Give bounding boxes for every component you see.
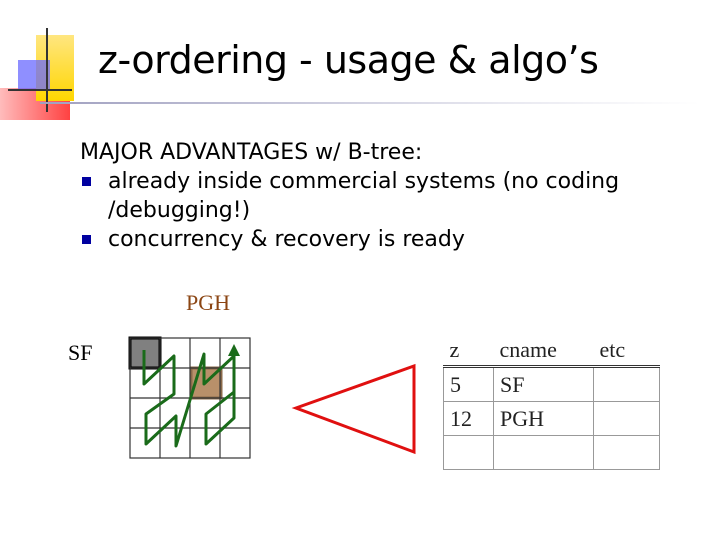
z-curve — [142, 350, 236, 448]
cell-cname — [493, 435, 594, 470]
zorder-table: z cname etc 5 SF 12 PGH — [443, 330, 660, 470]
deco-vertical-line — [46, 28, 48, 112]
column-header-cname: cname — [493, 330, 594, 368]
cell-z: 12 — [443, 401, 494, 436]
cell-etc — [593, 401, 660, 436]
slide-title: z-ordering - usage & algo’s — [98, 38, 599, 82]
cell-z: 5 — [443, 366, 494, 402]
table-header-row: z cname etc — [443, 330, 660, 368]
deco-blue-square — [18, 60, 50, 90]
bullet-square-icon — [82, 177, 91, 186]
deco-horizontal-line — [8, 89, 72, 91]
triangle-arrow-icon — [291, 363, 416, 455]
table-row — [443, 435, 660, 470]
pgh-label: PGH — [186, 290, 231, 315]
bullet-item: concurrency & recovery is ready — [80, 225, 678, 254]
table-row: 12 PGH — [443, 401, 660, 436]
bullet-item: already inside commercial systems (no co… — [80, 167, 678, 225]
cell-etc — [593, 366, 660, 402]
curve-end-arrow-icon — [228, 344, 240, 356]
pointer-arrow — [291, 363, 416, 455]
bullet-text: already inside commercial systems (no co… — [108, 169, 620, 223]
cell-z — [443, 435, 494, 470]
sf-label: SF — [68, 340, 93, 365]
cell-etc — [593, 435, 660, 470]
cell-cname: SF — [493, 366, 594, 402]
slide-body: MAJOR ADVANTAGES w/ B-tree: already insi… — [80, 138, 678, 254]
z-order-grid — [128, 336, 251, 459]
bullet-square-icon — [82, 235, 91, 244]
column-header-etc: etc — [593, 330, 660, 368]
column-header-z: z — [443, 330, 494, 368]
bullet-text: concurrency & recovery is ready — [108, 227, 465, 252]
title-divider — [40, 102, 700, 104]
cell-cname: PGH — [493, 401, 594, 436]
advantages-heading: MAJOR ADVANTAGES w/ B-tree: — [80, 140, 423, 165]
table-row: 5 SF — [443, 366, 660, 402]
